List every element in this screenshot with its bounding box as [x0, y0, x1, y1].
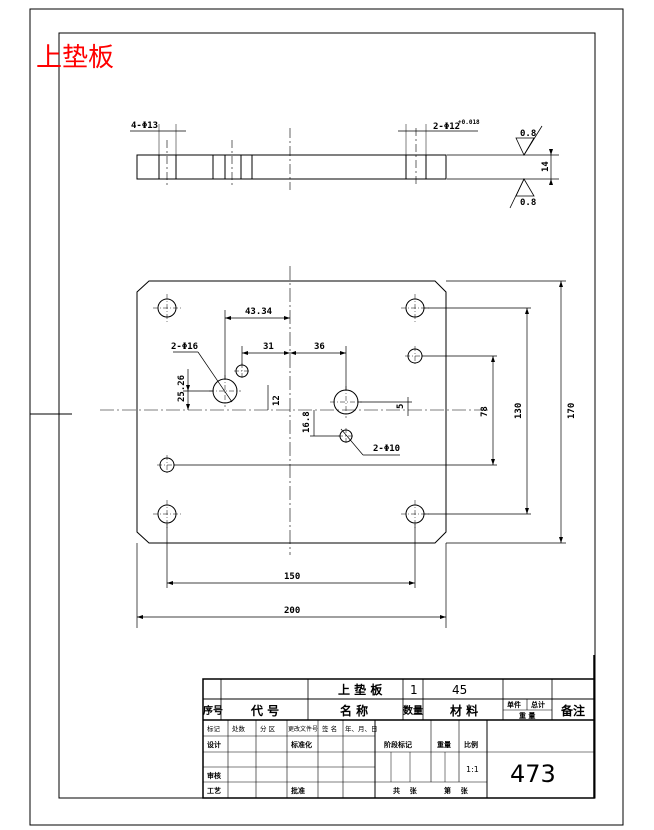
tb-total-sheets: 共 张 — [393, 786, 418, 795]
plate-outline — [136, 280, 447, 544]
plan-view — [100, 266, 490, 555]
hole-note-2x16: 2-Φ16 — [171, 342, 198, 352]
tb-hdr-seq: 序号 — [203, 704, 223, 717]
tb-hdr-qty: 数量 — [403, 704, 423, 717]
dim-16-8: 16.8 — [302, 411, 312, 433]
dim-130: 130 — [514, 403, 524, 419]
hole-tolerance: +0.018 — [458, 119, 480, 126]
dim-31: 31 — [263, 342, 274, 352]
tb-hdr-weight: 重 量 — [519, 711, 535, 720]
tb-rev-count: 处数 — [232, 724, 246, 733]
tb-scale: 比例 — [464, 740, 478, 749]
tb-stage-mark: 阶段标记 — [384, 740, 412, 749]
hole-note-2x10: 2-Φ10 — [373, 444, 400, 454]
tb-hdr-name: 名 称 — [340, 703, 368, 718]
roughness-top-value: 0.8 — [520, 129, 536, 139]
tb-approve: 批准 — [291, 786, 305, 795]
tb-rev-sign: 签 名 — [322, 724, 337, 733]
dim-25-26: 25.26 — [177, 375, 187, 402]
tb-hdr-single: 单件 — [507, 700, 521, 709]
tb-rev-zone: 分 区 — [260, 724, 276, 733]
title-block-lines — [202, 655, 595, 799]
tb-hdr-remarks: 备注 — [560, 703, 585, 718]
tb-material-value: 45 — [452, 683, 467, 697]
dim-150: 150 — [284, 572, 300, 582]
tb-review: 审核 — [207, 771, 221, 780]
roughness-bottom-value: 0.8 — [520, 198, 536, 208]
tb-scale-value: 1:1 — [466, 765, 479, 774]
tb-quantity: 1 — [410, 683, 418, 697]
tb-design: 设计 — [207, 740, 221, 749]
dim-78: 78 — [480, 406, 490, 417]
dim-200: 200 — [284, 606, 300, 616]
dim-170: 170 — [567, 403, 577, 419]
drawing-title: 上垫板 — [36, 43, 114, 73]
tb-standardization: 标准化 — [290, 740, 312, 749]
tb-hdr-total: 总计 — [531, 700, 545, 709]
dimension-lines — [136, 280, 566, 628]
tb-weight: 重量 — [437, 740, 451, 749]
tb-rev-date: 年、月、日 — [345, 724, 378, 733]
dim-12: 12 — [272, 395, 282, 406]
dimension-arrows — [137, 149, 563, 619]
tb-process: 工艺 — [207, 786, 221, 795]
tb-part-name: 上 垫 板 — [338, 682, 383, 697]
tb-sheet-no: 第 张 — [444, 786, 469, 795]
tb-drawing-number: 473 — [510, 760, 556, 788]
side-view — [130, 124, 559, 209]
dim-thickness: 14 — [541, 161, 551, 172]
hole-note-4x13: 4-Φ13 — [131, 121, 158, 131]
dim-36: 36 — [314, 342, 325, 352]
tb-rev-mark: 标记 — [207, 724, 221, 733]
tb-hdr-material: 材 料 — [449, 703, 478, 718]
hole-note-2x12: 2-Φ12 — [433, 122, 460, 132]
tb-hdr-code: 代 号 — [250, 703, 279, 718]
side-view-outline — [136, 154, 447, 180]
hole-centerlines — [153, 294, 429, 528]
dim-43-34: 43.34 — [245, 307, 273, 317]
outer-border — [29, 8, 624, 826]
dim-5: 5 — [396, 404, 406, 409]
tb-rev-doc: 更改文件号 — [288, 725, 318, 733]
plan-holes — [157, 298, 425, 524]
